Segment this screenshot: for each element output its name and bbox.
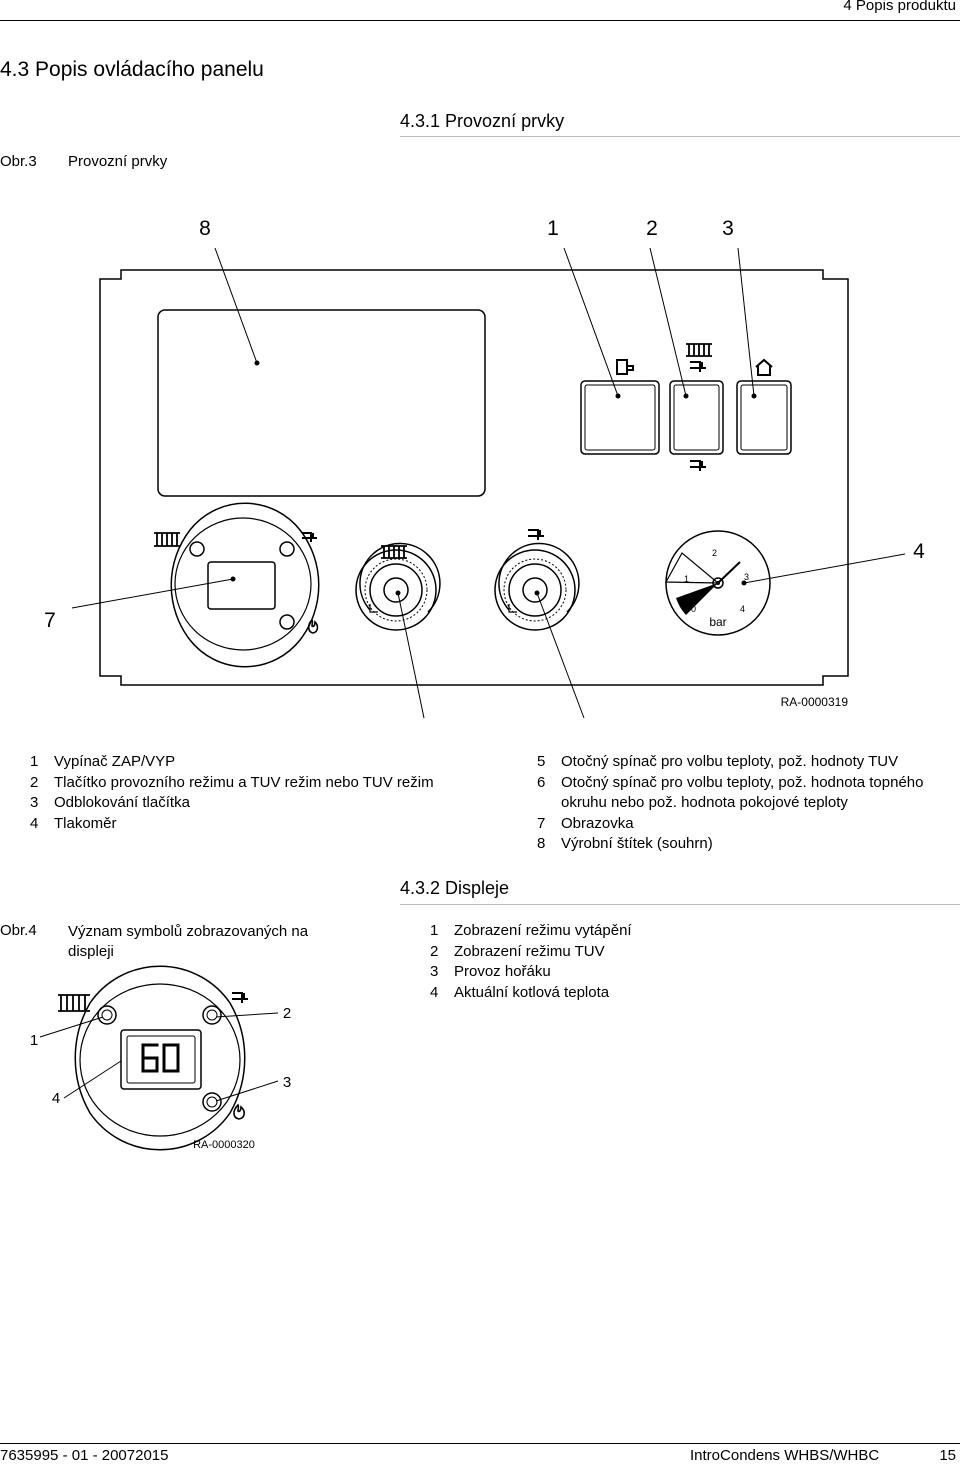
figure3-number: Obr.3 [0, 153, 37, 170]
leader-5 [536, 592, 585, 719]
power-icon [616, 359, 634, 375]
callout-1: 1 [30, 1032, 38, 1049]
pressure-gauge: 0 1 2 3 4 bar [664, 530, 771, 636]
svg-text:1: 1 [684, 574, 689, 584]
callout-3: 3 [722, 217, 734, 240]
callout-4: 4 [913, 540, 925, 563]
tap-icon [690, 361, 706, 372]
nameplate [157, 309, 486, 497]
temperature-readout [141, 1043, 180, 1073]
subsection-rule [400, 136, 960, 137]
header-rule [0, 20, 960, 21]
section-title-4-3: 4.3 Popis ovládacího panelu [0, 58, 264, 81]
running-header: 4 Popis produktu [843, 0, 956, 14]
gauge-unit: bar [709, 615, 726, 629]
display-screen [207, 561, 276, 610]
svg-text:4: 4 [740, 604, 745, 614]
dhw-temperature-knob [494, 529, 580, 631]
leader-2 [649, 247, 687, 397]
control-panel-figure: 8 1 2 3 4 7 6 5 [44, 217, 925, 719]
figure4-ref-code: RA-0000320 [193, 1139, 255, 1151]
svg-text:0: 0 [691, 604, 696, 614]
display-screen [120, 1029, 202, 1090]
callout-7: 7 [44, 609, 56, 632]
flame-icon [307, 618, 319, 634]
figure3-caption: Provozní prvky [68, 153, 168, 170]
leader-3 [737, 247, 755, 397]
subsection-rule [400, 904, 960, 905]
figure4-number: Obr.4 [0, 922, 37, 939]
panel-outline [99, 269, 849, 686]
callout-2: 2 [646, 217, 658, 240]
radiator-icon [58, 994, 90, 1012]
figure4-caption: Význam symbolů zobrazovaných na displeji [68, 923, 309, 960]
flame-icon [233, 1103, 245, 1120]
figure3-ref-code: RA-0000319 [781, 695, 849, 709]
callout-4: 4 [52, 1090, 60, 1107]
callout-8: 8 [199, 217, 211, 240]
footer-product: IntroCondens WHBS/WHBC [690, 1447, 880, 1464]
tap-icon [232, 992, 248, 1003]
leader-1 [563, 247, 619, 397]
svg-text:2: 2 [712, 548, 717, 558]
heating-temperature-knob [355, 542, 441, 631]
display-module [154, 502, 320, 668]
display-figure: 1 2 3 4 RA-0000320 [30, 965, 291, 1151]
section-title-4-3-2: 4.3.2 Displeje [400, 878, 510, 898]
on-off-button [580, 380, 660, 455]
callout-1: 1 [547, 217, 559, 240]
footer-rule [0, 1443, 960, 1444]
leader-4 [743, 553, 906, 584]
leader-7 [71, 578, 234, 609]
svg-text:3: 3 [744, 572, 749, 582]
callout-3: 3 [283, 1074, 291, 1091]
reset-button [736, 380, 792, 455]
footer-doc-number: 7635995 - 01 - 20072015 [0, 1447, 169, 1464]
footer-page-number: 15 [939, 1447, 956, 1464]
house-reset-icon [755, 358, 773, 376]
leader-6 [397, 592, 425, 719]
mode-button [669, 380, 724, 455]
radiator-icon [686, 343, 712, 357]
section-title-4-3-1: 4.3.1 Provozní prvky [400, 111, 565, 131]
tap-icon [690, 460, 706, 471]
leader-8 [214, 247, 258, 364]
callout-2: 2 [283, 1005, 291, 1022]
